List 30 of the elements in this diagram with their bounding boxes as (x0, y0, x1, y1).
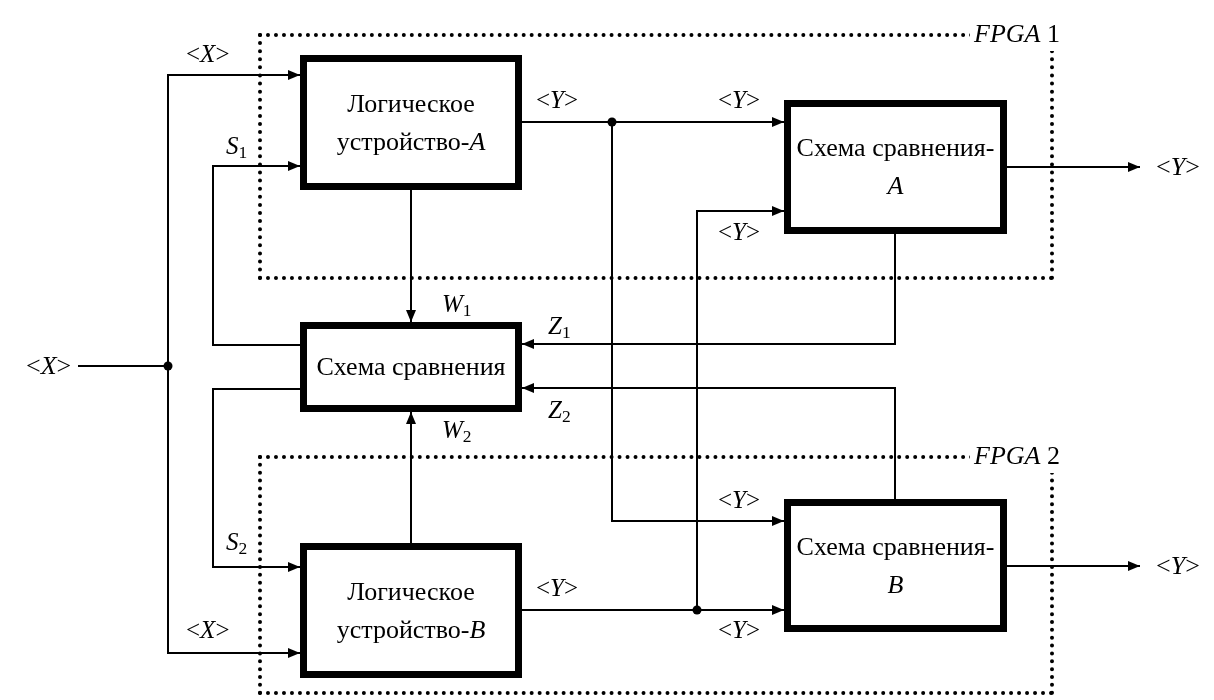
signal-label: <Y> (536, 86, 579, 114)
arrow (521, 383, 896, 500)
arrow (406, 189, 416, 323)
arrow (1006, 561, 1141, 571)
arrow (212, 161, 301, 346)
edge-label: <Y> (718, 218, 761, 246)
edge-label: W$_{2}$ (442, 416, 472, 449)
arrow (521, 233, 896, 349)
block-box: Схема сравнения-B (784, 499, 1007, 632)
edge-label: S$_{1}$ (226, 132, 248, 165)
edge-label: <Y> (718, 86, 761, 114)
block-box: Логическое устройство-A (300, 55, 522, 190)
edge-label: <X> (186, 40, 230, 68)
edge-label: W$_{1}$ (442, 290, 472, 323)
arrow (406, 411, 416, 544)
edge-label: <Y> (718, 486, 761, 514)
block-box: Логическое устройство-B (300, 543, 522, 678)
edge-label: Z$_{2}$ (548, 396, 571, 429)
signal-label: <Y> (536, 574, 579, 602)
signal-label: <Y> (1156, 551, 1208, 581)
arrow (1006, 162, 1141, 172)
signal-label: <X> (26, 351, 78, 381)
arrow (212, 388, 301, 572)
block-box: Схема сравнения (300, 322, 522, 412)
edge-label: Z$_{1}$ (548, 312, 571, 345)
edge-label: <Y> (718, 616, 761, 644)
signal-label: <Y> (1156, 152, 1208, 182)
edge-label: S$_{2}$ (226, 528, 248, 561)
edge-label: <X> (186, 616, 230, 644)
block-box: Схема сравнения-A (784, 100, 1007, 234)
